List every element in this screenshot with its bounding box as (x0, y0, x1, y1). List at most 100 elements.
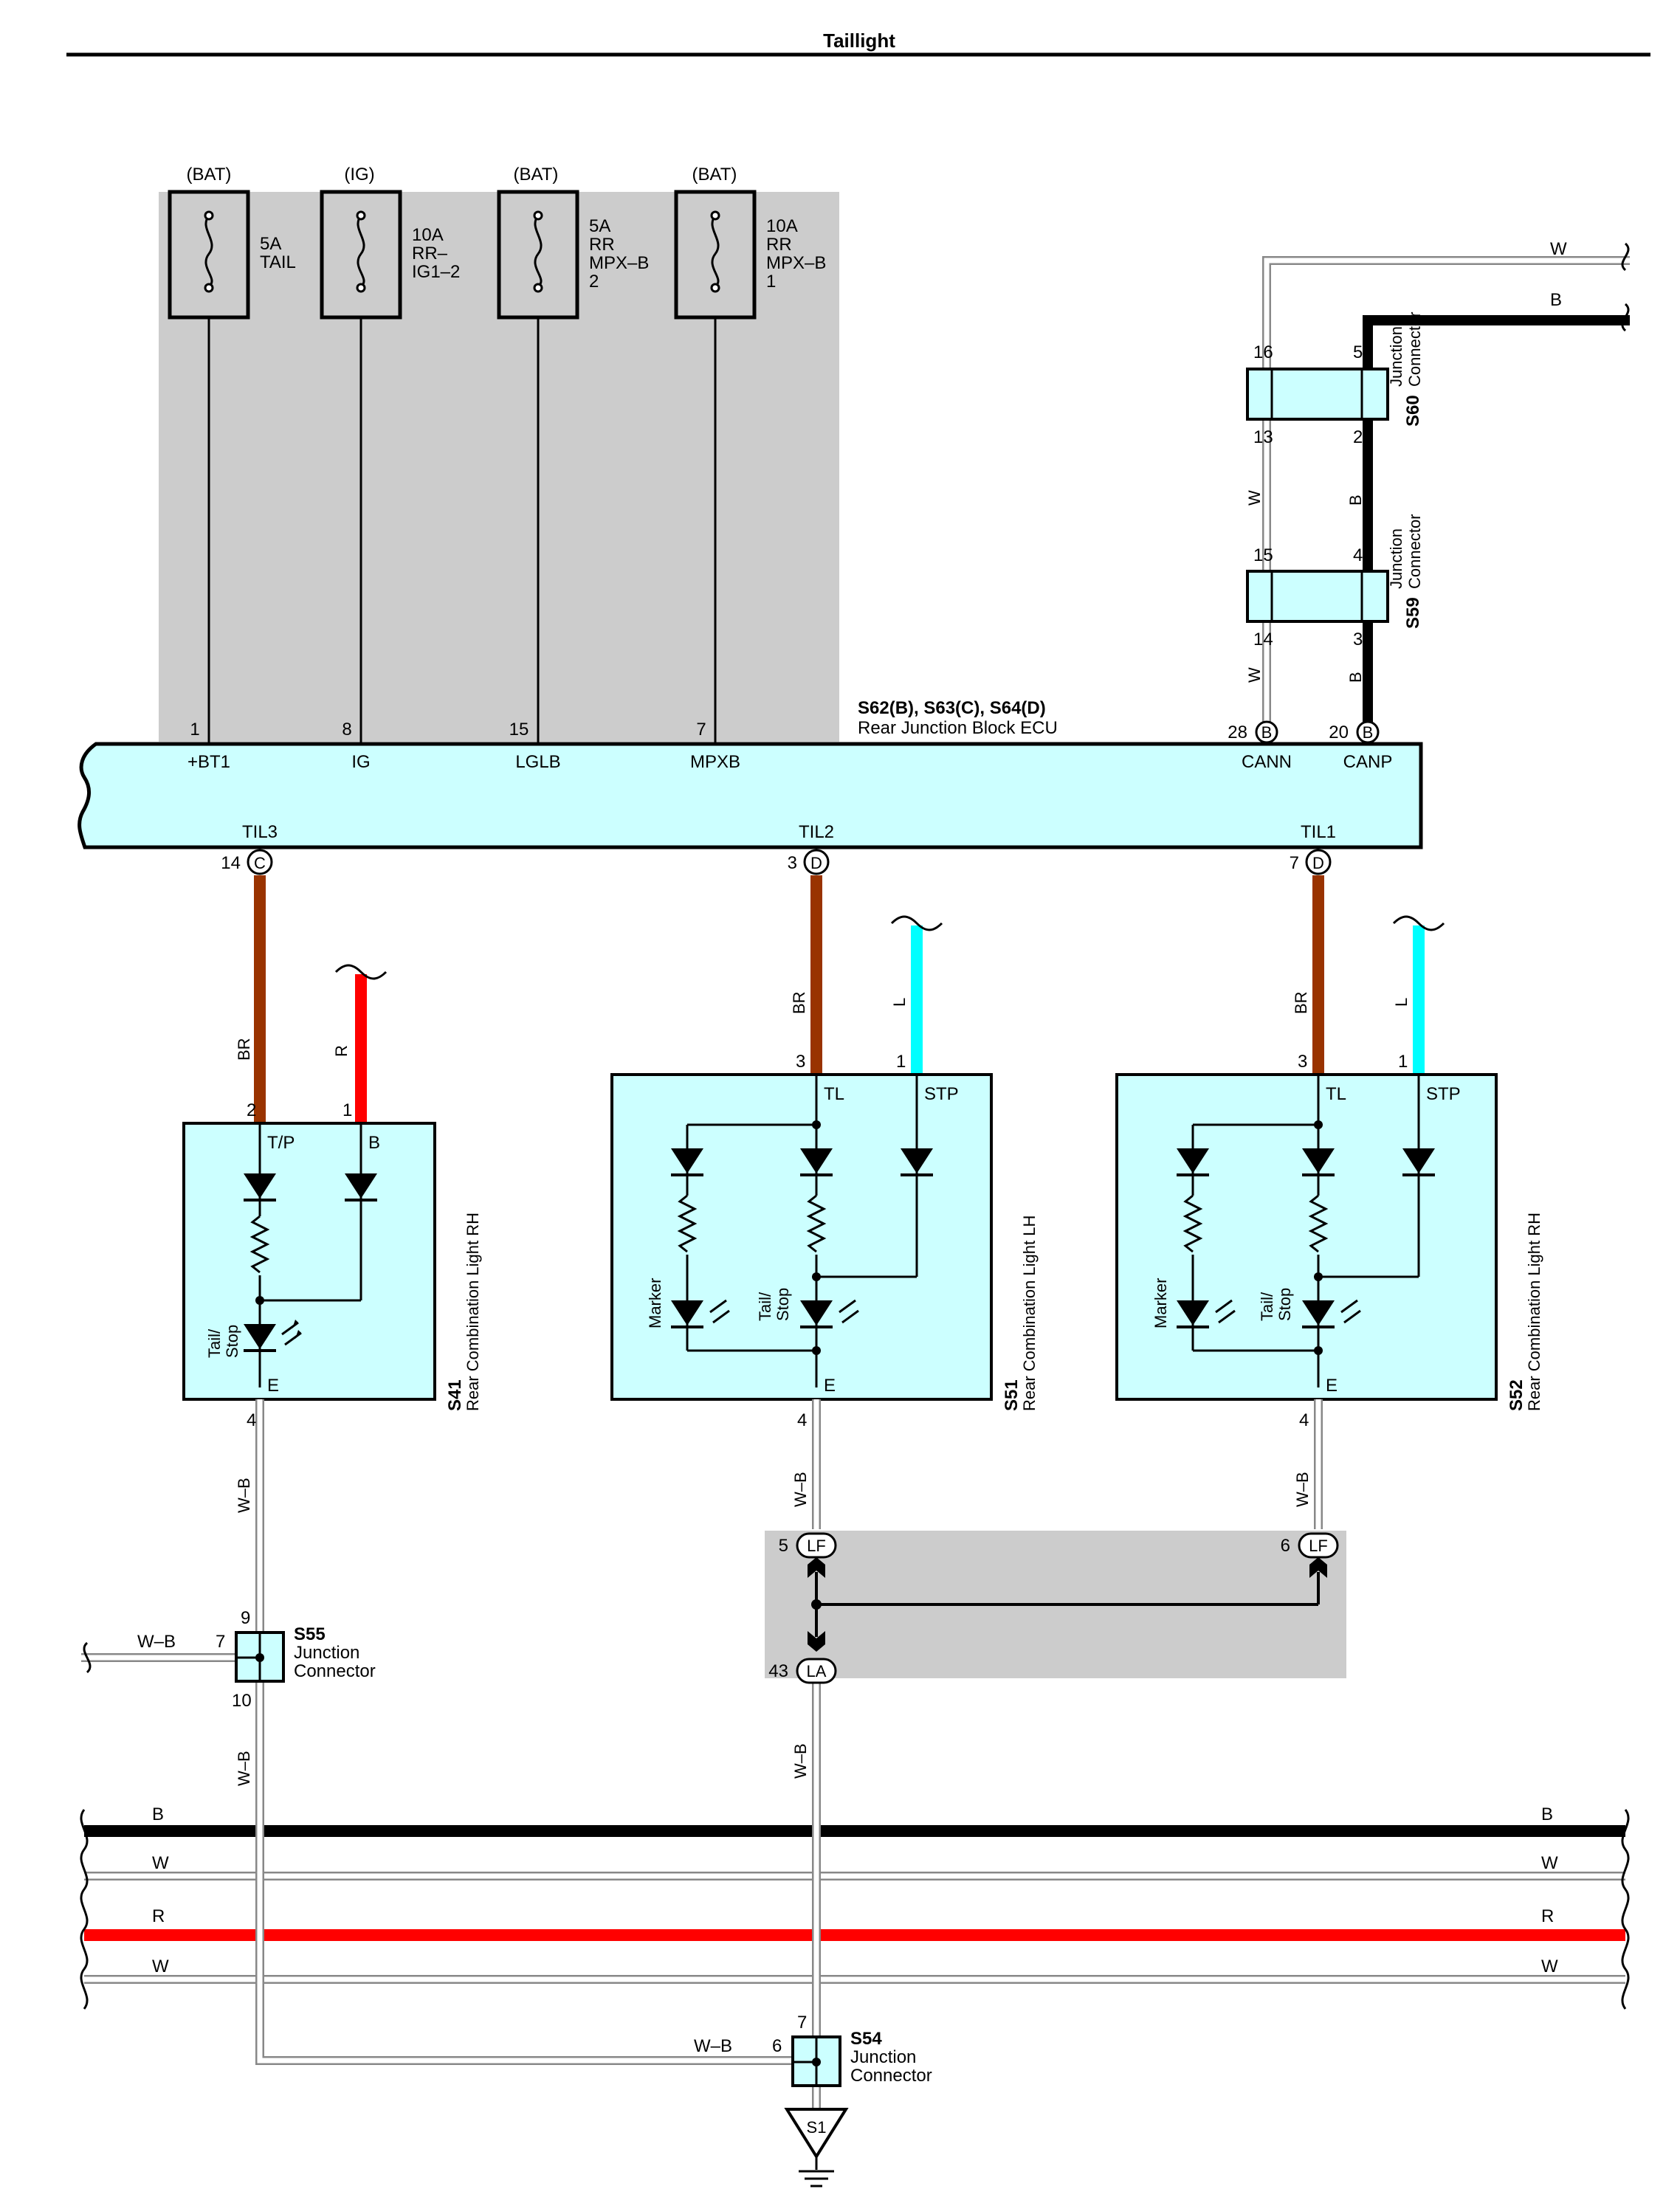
fuse-name: RR (589, 235, 615, 255)
wire-break-icon (1392, 915, 1445, 931)
lamp-name: Rear Combination Light RH (464, 1213, 482, 1411)
fuse-name: TAIL (260, 252, 296, 272)
wire-color-label: R (332, 1045, 351, 1057)
fuse-rating: 5A (260, 234, 281, 254)
pin-number: 2 (247, 1100, 256, 1120)
pin-number: 3 (1353, 630, 1363, 649)
wire-color-label: W–B (791, 1472, 810, 1507)
junction-name: Connector (850, 2066, 932, 2086)
pin-number: 4 (1299, 1410, 1309, 1430)
junction-code: S59 (1403, 597, 1423, 629)
terminal-label: STP (924, 1084, 959, 1104)
junction-s54: 7 6 W–B S54 Junction Connector (694, 2013, 932, 2087)
junction-code: S60 (1403, 395, 1423, 427)
connector-letter: C (254, 854, 266, 872)
connector-label: LF (1309, 1537, 1328, 1555)
pin-number: 13 (1253, 427, 1273, 447)
fuse-name: IG1–2 (412, 262, 460, 282)
fuse-4: (BAT) 10A RR MPX–B 1 (674, 165, 826, 320)
terminal-label: E (824, 1376, 836, 1396)
pin-number: 1 (896, 1052, 906, 1072)
lamp-s52: 3 1 TL STP Marker Tail/ Stop E S52 (1115, 1052, 1543, 1411)
wire-break-icon (890, 915, 943, 931)
lamp-s51: 3 1 TL STP Marker Tail/ Stop E S51 (610, 1052, 1039, 1411)
bus-label: R (152, 1906, 165, 1926)
page-title: Taillight (823, 30, 895, 52)
bus-label: W (1541, 1853, 1558, 1873)
junction-s60: 16 5 13 2 S60 Junction Connector (1246, 311, 1424, 447)
fuse-name: MPX–B (766, 253, 826, 273)
ground-wires (81, 1399, 1323, 2109)
terminal-label: MPXB (690, 752, 740, 772)
wire-color-label: W (1245, 490, 1264, 506)
wire-color-label: W–B (694, 2036, 732, 2056)
fuse-source: (BAT) (187, 165, 232, 185)
fuse-1: (BAT) 5A TAIL (168, 165, 296, 320)
bus-label: R (1541, 1906, 1554, 1926)
fuse-source: (BAT) (692, 165, 737, 185)
pin-number: 8 (342, 720, 351, 739)
wire-color-label: W–B (235, 1478, 253, 1513)
pin-number: 4 (797, 1410, 807, 1430)
wire-color-label: BR (1292, 991, 1310, 1014)
pin-number: 7 (797, 2013, 807, 2033)
terminal-label: TL (824, 1084, 844, 1104)
terminal-label: CANN (1242, 752, 1292, 772)
wire-color-label: W (1550, 239, 1567, 259)
led-label: Tail/ (1258, 1292, 1276, 1321)
bus-label: W (152, 1853, 169, 1873)
bus-label: W (152, 1957, 169, 1976)
ground-label: S1 (807, 2118, 827, 2137)
wire-color-label: W–B (1293, 1472, 1312, 1507)
pin-number: 43 (768, 1661, 788, 1681)
ecu-code: S62(B), S63(C), S64(D) (858, 698, 1046, 718)
terminal-label: CANP (1343, 752, 1393, 772)
terminal-label: IG (351, 752, 370, 772)
lf-connectors: LF 5 LF 6 LA 43 (768, 1532, 1339, 1684)
junction-name: Connector (294, 1661, 376, 1681)
connector-letter: D (810, 854, 822, 872)
wire-color-label: W–B (235, 1751, 253, 1786)
terminal-label: TIL3 (242, 822, 278, 842)
fuse-rating: 5A (589, 216, 610, 236)
junction-name: Connector (1405, 514, 1424, 589)
lamp-name: Rear Combination Light LH (1020, 1216, 1039, 1411)
lamp-code: S51 (1002, 1379, 1022, 1411)
pin-number: 1 (190, 720, 199, 739)
fuse-name: 2 (589, 272, 599, 292)
pin-number: 6 (1281, 1536, 1290, 1556)
bus-label: B (1541, 1804, 1553, 1824)
wire-color-label: W (1245, 667, 1264, 683)
connector-letter: B (1363, 723, 1374, 742)
terminal-label: TL (1326, 1084, 1346, 1104)
fuse-2: (IG) 10A RR– IG1–2 (320, 165, 460, 320)
ecu-name: Rear Junction Block ECU (858, 718, 1058, 738)
terminal-label: B (368, 1133, 380, 1153)
wire-break-icon (1621, 242, 1630, 272)
pin-number: 20 (1329, 723, 1349, 742)
terminal-label: E (1326, 1376, 1338, 1396)
wire-color-label: B (1346, 672, 1365, 683)
terminal-label: E (267, 1376, 279, 1396)
pin-number: 3 (796, 1052, 805, 1072)
lamp-code: S41 (445, 1379, 465, 1411)
pin-number: 2 (1353, 427, 1363, 447)
lamp-code: S52 (1507, 1379, 1526, 1411)
pin-number: 28 (1228, 723, 1247, 742)
pin-number: 10 (232, 1691, 252, 1711)
pin-number: 15 (509, 720, 529, 739)
terminal-label: LGLB (515, 752, 560, 772)
wire-color-label: W–B (791, 1743, 810, 1779)
pin-number: 9 (241, 1608, 250, 1628)
can-wire-w: W (1262, 239, 1630, 722)
junction-name: Junction (1387, 326, 1405, 387)
junction-name: Junction (1387, 528, 1405, 589)
connector-label: LA (807, 1662, 827, 1680)
terminal-label: T/P (267, 1133, 295, 1153)
fuse-name: RR– (412, 244, 448, 263)
terminal-label: STP (1426, 1084, 1461, 1104)
wire-break-icon (1621, 303, 1630, 332)
wire-color-label: W–B (137, 1632, 176, 1652)
junction-name: Junction (294, 1643, 359, 1663)
wire-color-label: B (1346, 494, 1365, 506)
